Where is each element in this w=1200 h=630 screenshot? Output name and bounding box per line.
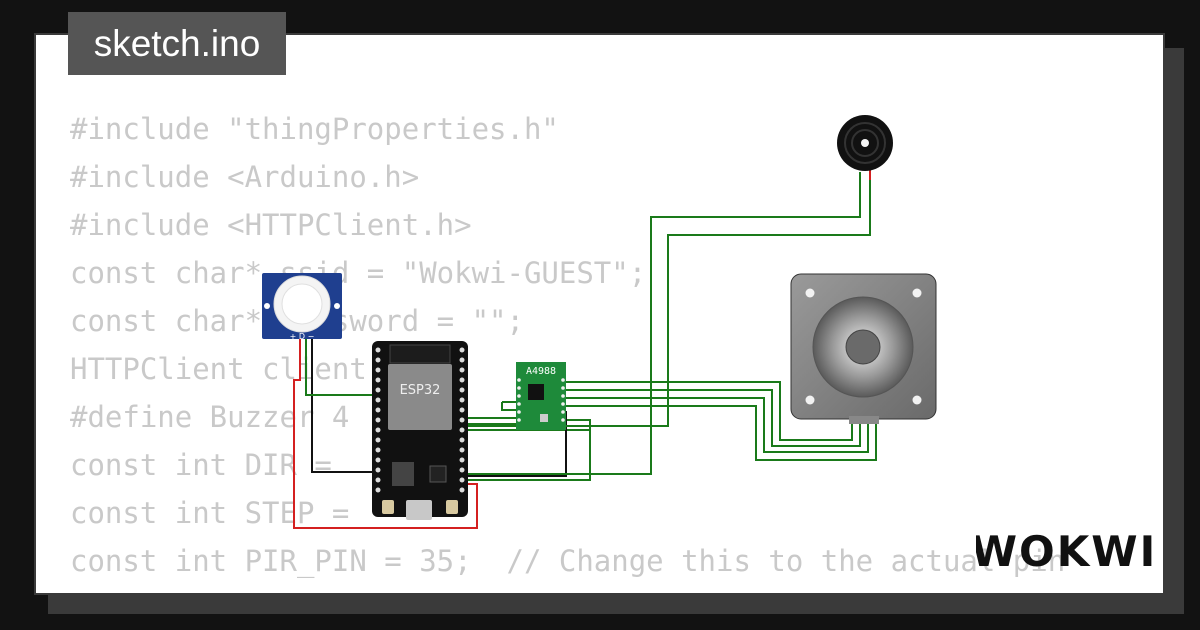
wire-pir-data <box>305 338 380 396</box>
code-line: const int PIR_PIN = 35; // Change this t… <box>70 544 1066 578</box>
code-line: const int STEP = <box>70 496 367 530</box>
preview-card: #include "thingProperties.h" #include <Ar… <box>34 33 1165 595</box>
wire-ground <box>311 338 380 473</box>
code-line: const int stepsPerRev = 1000 <box>70 585 1065 593</box>
code-line: const int DIR = <box>70 448 350 482</box>
svg-text:WOKWI: WOKWI <box>976 527 1152 576</box>
wires <box>293 170 877 529</box>
pir-sensor: + D − <box>262 273 342 341</box>
code-line: #include <Arduino.h> <box>70 160 420 194</box>
a4988-driver: A4988 <box>516 362 566 430</box>
file-tab[interactable]: sketch.ino <box>68 12 286 75</box>
pir-pin-labels: + D − <box>290 332 315 341</box>
esp32-board: ESP32 <box>372 341 468 520</box>
code-line: const char* ssid = "Wokwi-GUEST"; <box>70 256 647 290</box>
wokwi-logo: WOKWI <box>976 527 1152 576</box>
code-line: #include "thingProperties.h" <box>70 112 559 146</box>
buzzer <box>837 115 893 171</box>
stepper-motor <box>790 273 937 424</box>
wire-power <box>293 338 478 529</box>
esp32-pins <box>375 347 465 493</box>
code-line: #define Buzzer 4 <box>70 400 350 434</box>
wire-buzzer-2 <box>462 172 871 427</box>
code-line: #include <HTTPClient.h> <box>70 208 472 242</box>
driver-label: A4988 <box>526 366 556 377</box>
wire-buzzer-1 <box>466 172 861 475</box>
code-line: HTTPClient client; <box>70 352 385 386</box>
code-background: #include "thingProperties.h" #include <Ar… <box>70 105 1066 593</box>
esp32-label: ESP32 <box>400 383 441 398</box>
